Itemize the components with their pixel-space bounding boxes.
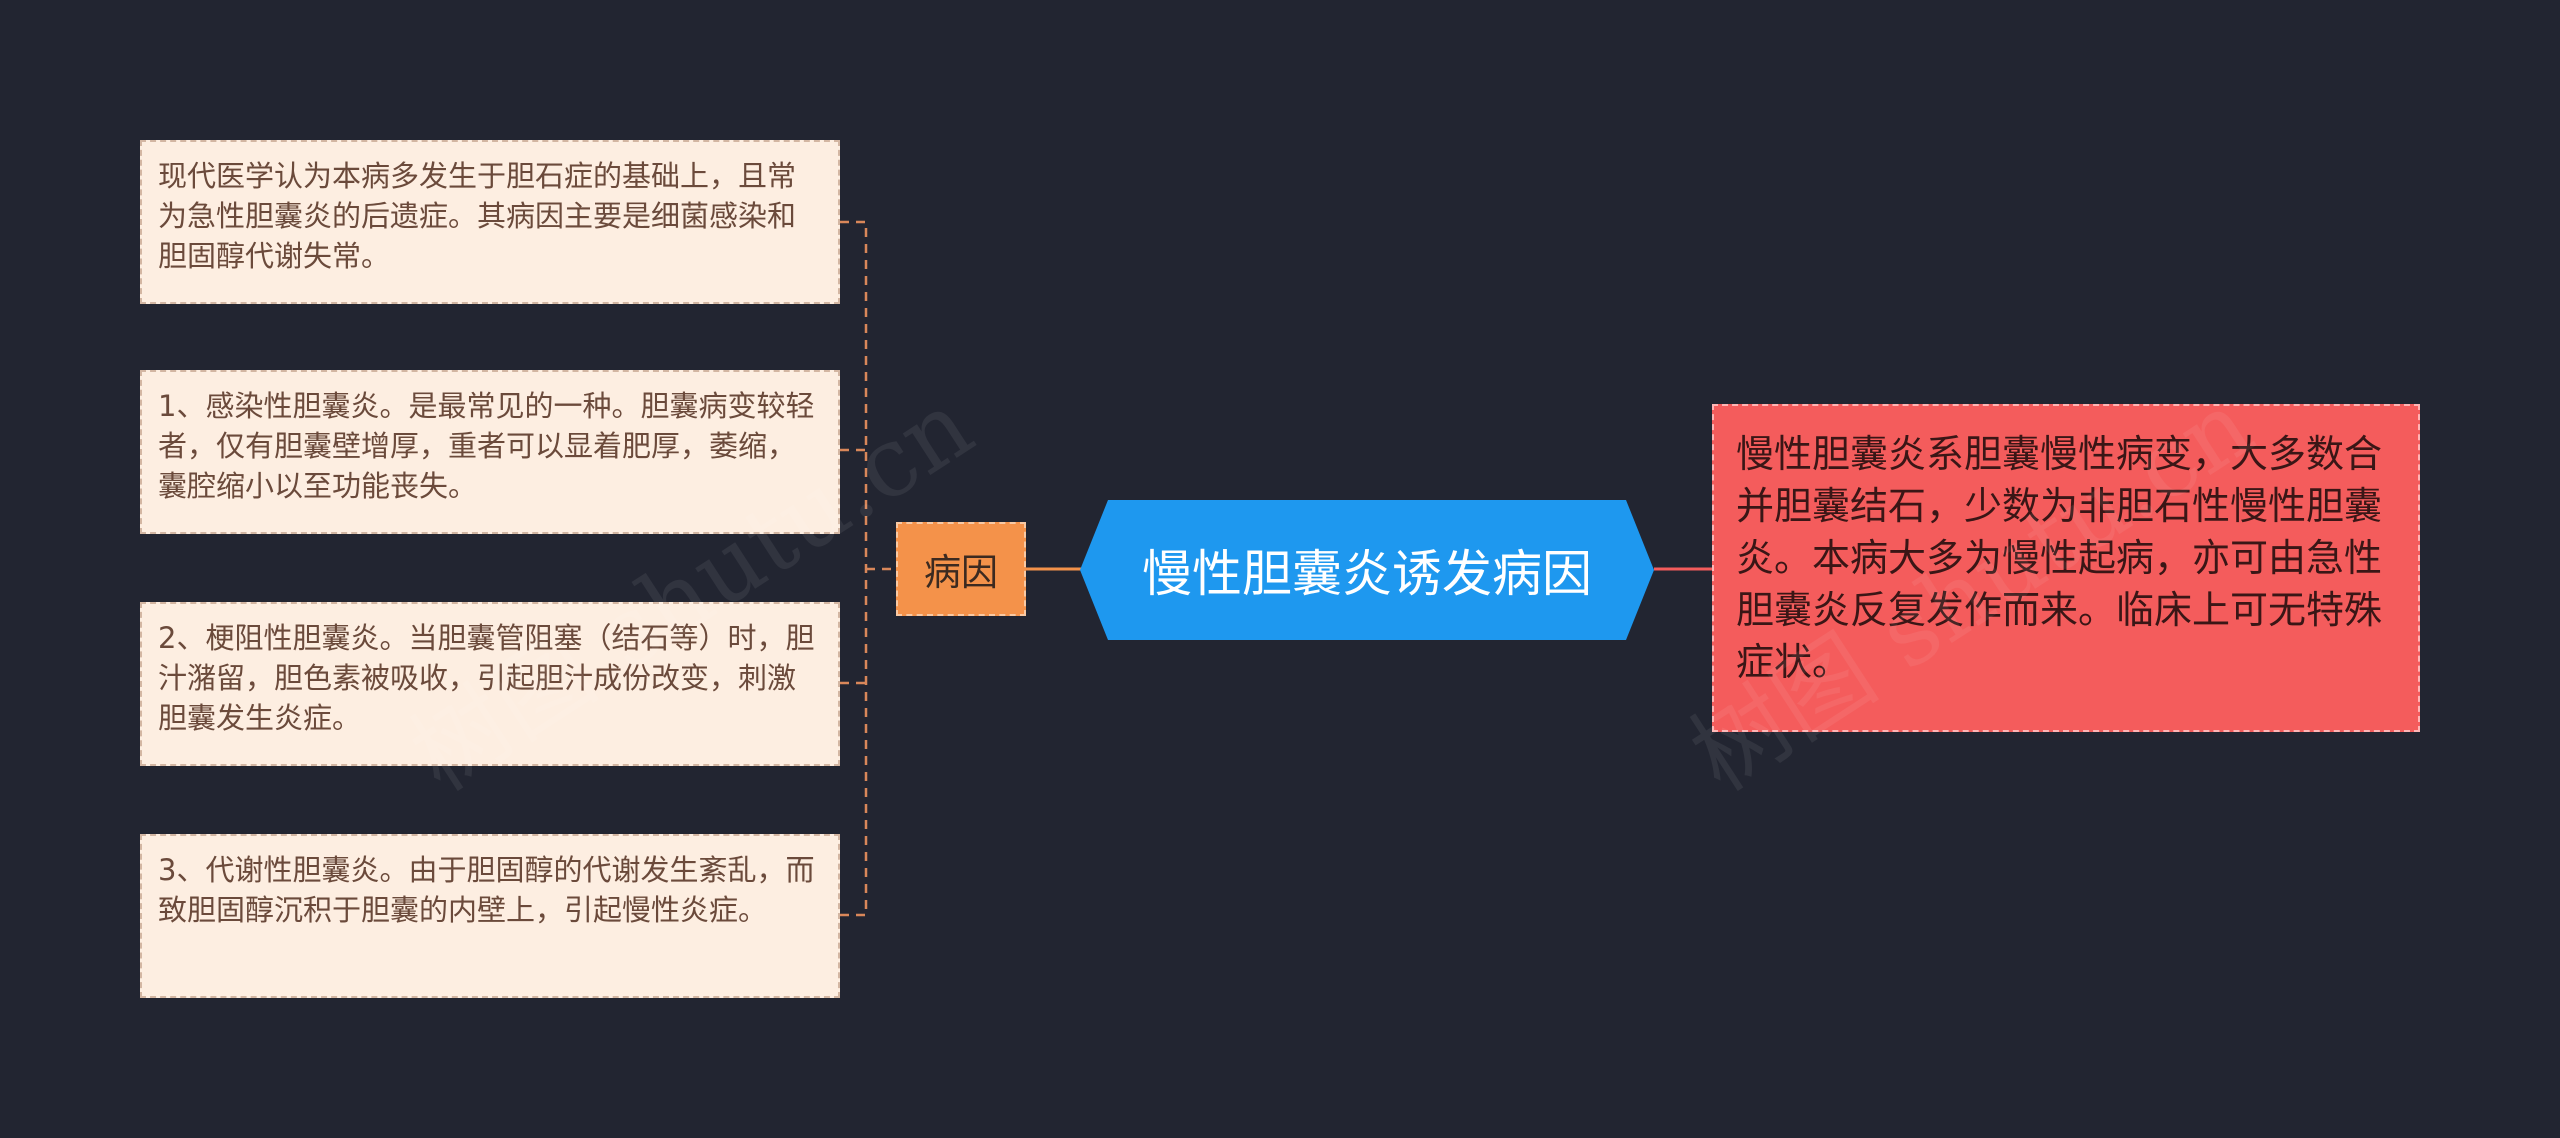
leaf-text: 3、代谢性胆囊炎。由于胆固醇的代谢发生紊乱，而致胆固醇沉积于胆囊的内壁上，引起慢… (158, 853, 815, 927)
leaf-text: 1、感染性胆囊炎。是最常见的一种。胆囊病变较轻者，仅有胆囊壁增厚，重者可以显着肥… (158, 389, 815, 503)
leaf-text: 2、梗阻性胆囊炎。当胆囊管阻塞（结石等）时，胆汁潴留，胆色素被吸收，引起胆汁成份… (158, 621, 815, 735)
leaf-text: 现代医学认为本病多发生于胆石症的基础上，且常为急性胆囊炎的后遗症。其病因主要是细… (158, 159, 797, 273)
leaf-node-intro[interactable]: 现代医学认为本病多发生于胆石症的基础上，且常为急性胆囊炎的后遗症。其病因主要是细… (140, 140, 840, 304)
leaf-node-obstruction[interactable]: 2、梗阻性胆囊炎。当胆囊管阻塞（结石等）时，胆汁潴留，胆色素被吸收，引起胆汁成份… (140, 602, 840, 766)
summary-text: 慢性胆囊炎系胆囊慢性病变，大多数合并胆囊结石，少数为非胆石性慢性胆囊炎。本病大多… (1736, 432, 2383, 684)
branch-label: 病因 (924, 551, 998, 594)
summary-node[interactable]: 慢性胆囊炎系胆囊慢性病变，大多数合并胆囊结石，少数为非胆石性慢性胆囊炎。本病大多… (1712, 404, 2420, 732)
branch-node-cause[interactable]: 病因 (896, 522, 1026, 616)
leaf-node-metabolic[interactable]: 3、代谢性胆囊炎。由于胆固醇的代谢发生紊乱，而致胆固醇沉积于胆囊的内壁上，引起慢… (140, 834, 840, 998)
center-node[interactable]: 慢性胆囊炎诱发病因 (1080, 500, 1654, 640)
leaf-node-infection[interactable]: 1、感染性胆囊炎。是最常见的一种。胆囊病变较轻者，仅有胆囊壁增厚，重者可以显着肥… (140, 370, 840, 534)
leaf-bracket-line (840, 220, 868, 917)
center-title: 慢性胆囊炎诱发病因 (1142, 545, 1592, 603)
center-hexagon-shape (1080, 500, 1654, 640)
